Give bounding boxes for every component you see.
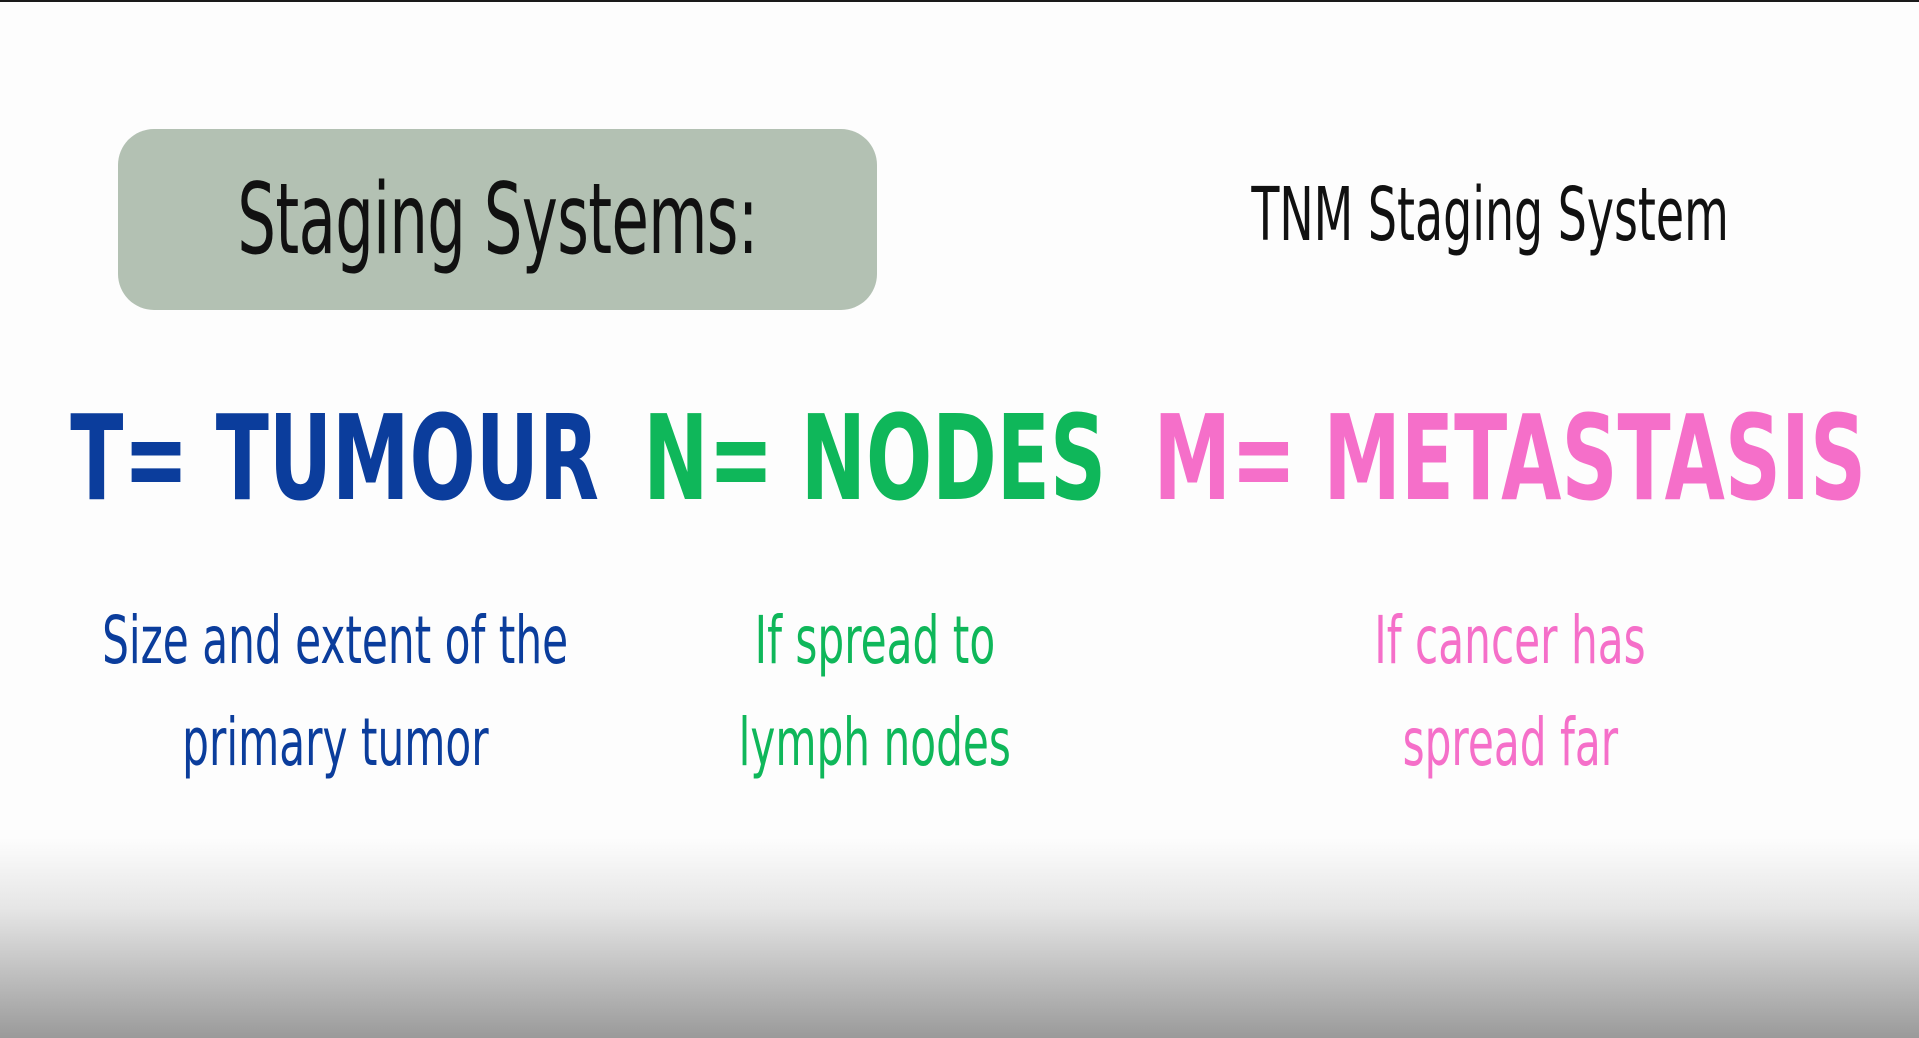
nodes-heading: N= NODES: [644, 389, 1107, 527]
tumour-heading: T= TUMOUR: [71, 389, 600, 527]
metastasis-description: If cancer has spread far: [1170, 590, 1850, 790]
title-box: Staging Systems:: [118, 129, 877, 310]
nodes-description: If spread to lymph nodes: [655, 590, 1095, 790]
metastasis-heading-text: M= METASTASIS: [1153, 388, 1867, 527]
tumour-heading-text: T= TUMOUR: [70, 388, 600, 527]
top-border: [0, 0, 1919, 2]
subtitle: TNM Staging System: [1180, 160, 1800, 270]
metastasis-description-line: spread far: [1402, 704, 1618, 781]
slide-title: Staging Systems:: [237, 162, 758, 277]
metastasis-description-line: If cancer has: [1374, 602, 1646, 679]
nodes-heading-text: N= NODES: [643, 388, 1107, 527]
tumour-description: Size and extent of the primary tumor: [90, 590, 580, 790]
bottom-shadow: [0, 838, 1919, 1038]
tumour-description-line: primary tumor: [181, 704, 489, 781]
nodes-description-line: If spread to: [754, 602, 996, 679]
subtitle-text: TNM Staging System: [1251, 172, 1729, 258]
metastasis-heading: M= METASTASIS: [1154, 389, 1867, 527]
tumour-description-line: Size and extent of the: [101, 602, 569, 679]
nodes-description-line: lymph nodes: [738, 704, 1012, 781]
